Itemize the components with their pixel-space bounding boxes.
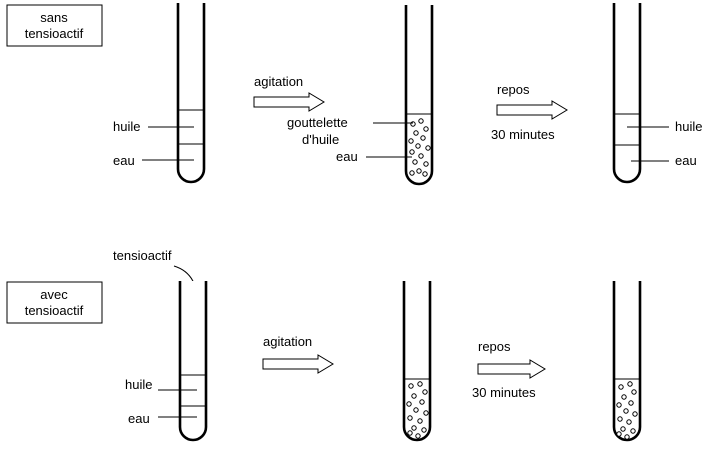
- water-label: eau: [113, 153, 135, 168]
- condition-box-without: [6, 4, 103, 47]
- oil-droplet: [422, 389, 428, 395]
- water-label: eau: [675, 153, 697, 168]
- droplet-label-line1: gouttelette: [287, 115, 348, 130]
- oil-droplet: [421, 427, 427, 433]
- oil-droplet: [418, 118, 424, 124]
- step-label-rest: repos: [478, 339, 511, 354]
- step-label-duration: 30 minutes: [491, 127, 555, 142]
- oil-droplet: [418, 153, 424, 159]
- oil-droplet: [415, 433, 421, 439]
- test-tube-emulsion: [402, 281, 432, 442]
- test-tube-outline: [178, 281, 208, 442]
- test-tube-stable-emulsion: [612, 281, 642, 442]
- oil-droplet: [417, 381, 423, 387]
- step-arrow-rest: [477, 359, 546, 379]
- water-label: eau: [128, 411, 150, 426]
- oil-droplet: [626, 419, 632, 425]
- step-label-rest: repos: [497, 82, 530, 97]
- oil-droplet: [410, 121, 416, 127]
- oil-droplet: [621, 394, 627, 400]
- row-with-surfactant: avec tensioactif tensioactif huile eau a…: [6, 248, 642, 442]
- oil-droplet: [408, 383, 414, 389]
- oil-droplets: [406, 381, 429, 439]
- row-without-surfactant: sans tensioactif huile eau agitation: [6, 3, 702, 186]
- step-label-agitation: agitation: [263, 334, 312, 349]
- step-label-duration: 30 minutes: [472, 385, 536, 400]
- oil-droplet: [627, 381, 633, 387]
- condition-label-line1: sans: [40, 10, 68, 25]
- oil-droplet: [628, 400, 634, 406]
- step-arrow-agitation: [253, 92, 325, 112]
- oil-droplet: [617, 416, 623, 422]
- oil-droplet: [624, 434, 630, 440]
- test-tube-layered: [142, 3, 206, 184]
- step-label-agitation: agitation: [254, 74, 303, 89]
- oil-droplet: [411, 393, 417, 399]
- oil-droplet: [411, 425, 417, 431]
- oil-droplet: [425, 145, 431, 151]
- oil-droplet: [409, 170, 415, 176]
- test-tube-separated: [612, 3, 669, 184]
- oil-droplet: [407, 430, 413, 436]
- oil-droplet: [408, 138, 414, 144]
- oil-droplet: [417, 418, 423, 424]
- oil-droplet: [409, 149, 415, 155]
- oil-label: huile: [675, 119, 702, 134]
- oil-droplet: [632, 411, 638, 417]
- test-tube-outline: [612, 281, 642, 442]
- water-label: eau: [336, 149, 358, 164]
- oil-droplet: [419, 399, 425, 405]
- oil-droplet: [416, 168, 422, 174]
- surfactant-label: tensioactif: [113, 248, 172, 263]
- oil-droplet: [407, 415, 413, 421]
- oil-droplet: [423, 161, 429, 167]
- oil-droplet: [623, 408, 629, 414]
- test-tube-layered: [158, 281, 208, 442]
- condition-box-with: [6, 281, 103, 324]
- oil-droplet: [618, 384, 624, 390]
- oil-droplets: [616, 381, 638, 440]
- oil-label: huile: [125, 377, 152, 392]
- oil-droplet: [620, 426, 626, 432]
- test-tube-outline: [402, 281, 432, 442]
- oil-droplet: [420, 135, 426, 141]
- oil-droplet: [616, 402, 622, 408]
- oil-droplet: [423, 410, 429, 416]
- oil-droplet: [423, 126, 429, 132]
- condition-label-line2: tensioactif: [25, 26, 84, 41]
- step-arrow-agitation: [262, 354, 334, 374]
- oil-droplet: [406, 401, 412, 407]
- oil-droplet: [413, 407, 419, 413]
- oil-droplet: [412, 159, 418, 165]
- droplet-label-line2: d'huile: [302, 132, 339, 147]
- oil-droplet: [616, 431, 622, 437]
- oil-droplet: [631, 389, 637, 395]
- oil-droplet: [413, 130, 419, 136]
- test-tube-agitated: [366, 5, 434, 186]
- condition-label-line2: tensioactif: [25, 303, 84, 318]
- oil-droplet: [415, 143, 421, 149]
- oil-label: huile: [113, 119, 140, 134]
- step-arrow-rest: [496, 100, 568, 120]
- condition-label-line1: avec: [40, 287, 68, 302]
- oil-droplet: [630, 428, 636, 434]
- oil-droplet: [422, 171, 428, 177]
- test-tube-outline: [612, 3, 642, 184]
- test-tube-outline: [176, 3, 206, 184]
